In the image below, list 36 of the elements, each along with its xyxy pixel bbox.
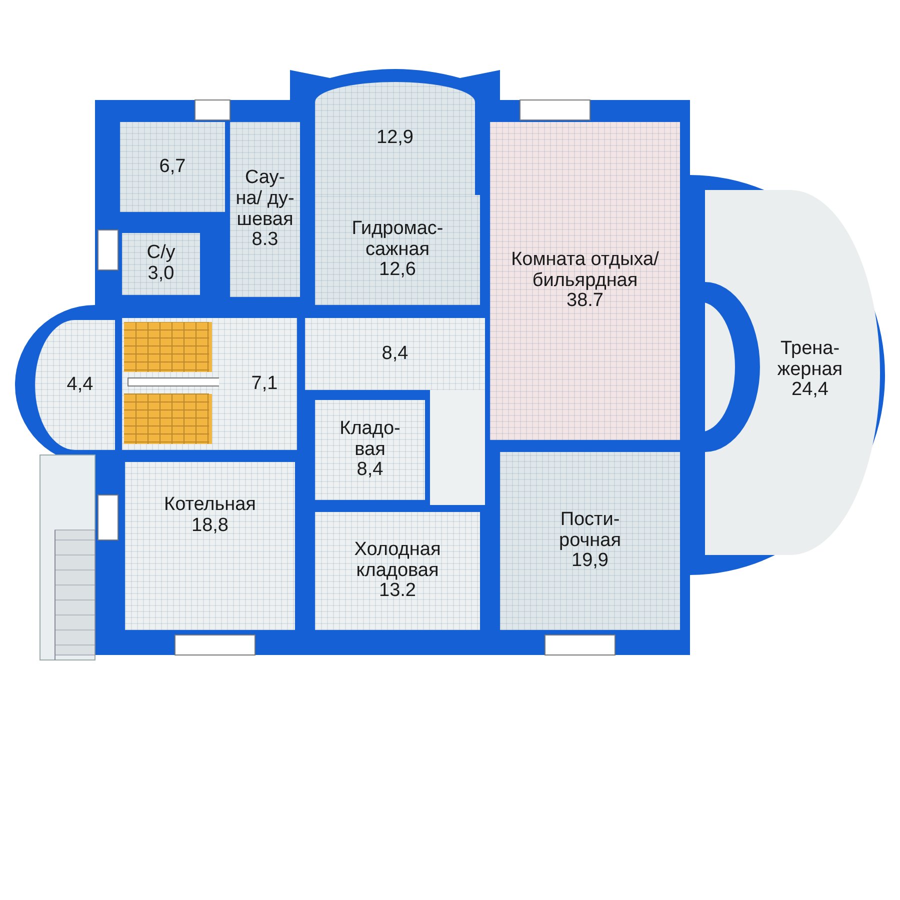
- room-size: 6,7: [159, 156, 186, 178]
- room-area: [315, 195, 480, 305]
- room-area: [500, 452, 680, 630]
- room-name: Кладо- вая: [338, 418, 402, 460]
- room-size: 4,4: [66, 374, 94, 396]
- room-size: 3,0: [148, 264, 174, 285]
- room-name: Холодная кладовая: [353, 540, 442, 582]
- room-name: Сау- на/ ду- шевая: [234, 168, 296, 230]
- room-size: 7,1: [251, 374, 278, 394]
- room-area: [120, 122, 225, 212]
- room-area: [490, 122, 680, 440]
- room-name: С/у: [146, 243, 176, 264]
- room-size: 8,4: [356, 460, 384, 482]
- room-area: [230, 122, 300, 297]
- room-size: 18,8: [192, 516, 228, 537]
- room-area: [305, 318, 485, 390]
- room-name: Трена- жерная: [776, 338, 844, 380]
- room-size: 12,6: [379, 260, 416, 282]
- room-area: [35, 320, 115, 450]
- room-size: 13.2: [379, 581, 416, 602]
- room-area: [122, 233, 200, 295]
- room-size: 8,4: [382, 344, 408, 364]
- room-name: Комната отдыха/ бильярдная: [510, 250, 660, 292]
- room-name: Котельная: [164, 495, 256, 516]
- room-size: 12,9: [376, 128, 414, 149]
- room-size: 8.3: [252, 230, 278, 252]
- room-size: 24,4: [792, 380, 828, 402]
- room-area: [315, 82, 475, 195]
- room-name: Пости- рочная: [558, 510, 622, 552]
- room-area: [125, 462, 295, 630]
- room-size: 38.7: [566, 291, 604, 312]
- room-name: Гидромас- сажная: [350, 218, 444, 260]
- room-area: [122, 318, 297, 450]
- room-area: [315, 400, 425, 500]
- room-size: 19,9: [572, 551, 608, 572]
- room-area: [315, 512, 480, 630]
